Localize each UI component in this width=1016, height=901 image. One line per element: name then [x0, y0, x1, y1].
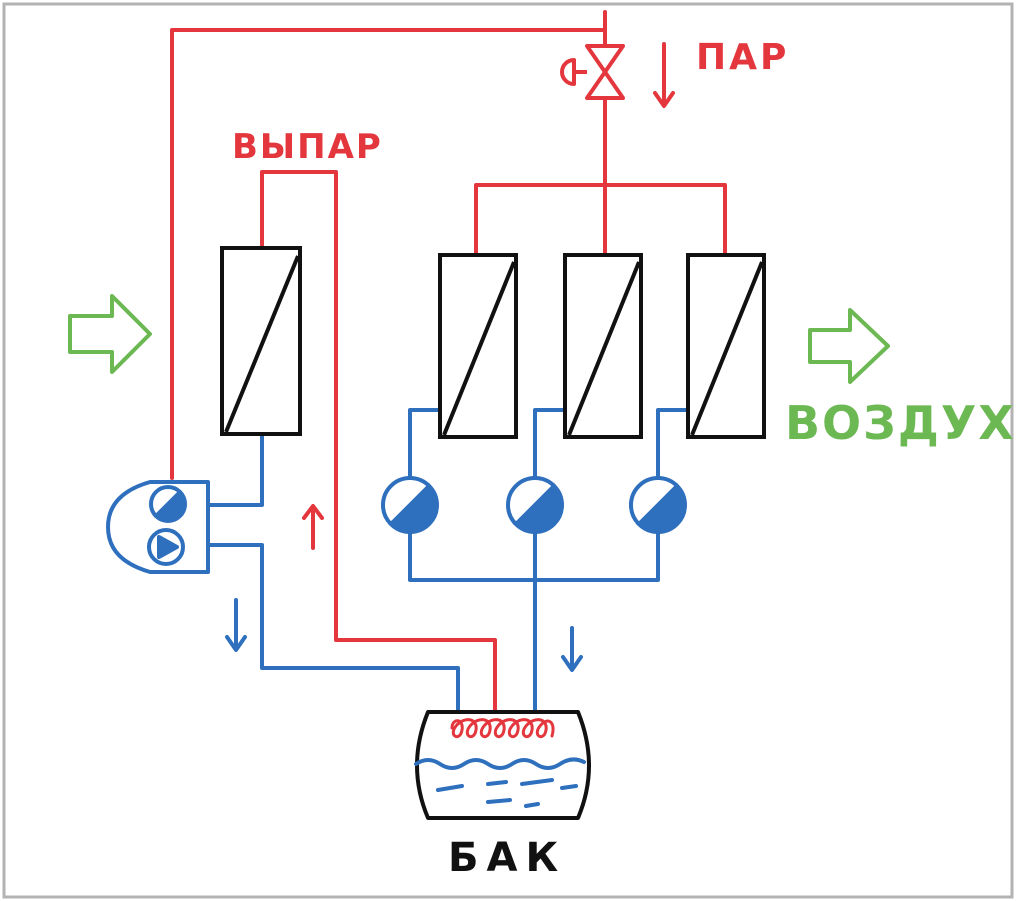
air-flow-arrows: [68, 294, 890, 384]
air-outlet-arrow-icon: [808, 308, 890, 384]
heat-exchanger-1: [438, 253, 518, 439]
steam-pipes: [170, 10, 727, 714]
pump-1-icon: [381, 476, 439, 534]
water-down-arrow-right-icon: [561, 626, 583, 672]
center-pump-to-tank-pipe: [533, 408, 567, 714]
tank-with-heater-icon: [414, 710, 591, 820]
water-dashes: [436, 778, 578, 808]
exhaust-heat-exchanger: [220, 246, 302, 436]
water-surface: [414, 757, 586, 770]
exhaust-steam-pipe: [260, 170, 497, 714]
steam-to-pump-pipe: [170, 28, 607, 480]
heat-exchangers: [220, 246, 766, 439]
pump-2-icon: [506, 476, 564, 534]
pump-3-icon: [629, 476, 687, 534]
steam-label: ПАР: [696, 37, 790, 78]
heat-exchanger-3: [686, 253, 766, 439]
air-label: ВОЗДУХ: [785, 396, 1016, 450]
pump-to-tank-pipe: [206, 543, 460, 714]
exchanger1-to-pump-pipe: [206, 430, 264, 507]
water-pipes: [206, 408, 690, 714]
steam-manifold: [474, 183, 727, 257]
heat-exchanger-2: [563, 253, 643, 439]
tank-label: БАК: [448, 835, 567, 881]
steam-down-arrow-icon: [653, 42, 675, 108]
exhaust-up-arrow-icon: [302, 504, 324, 550]
air-inlet-arrow-icon: [68, 294, 152, 374]
steam-valve-icon: [560, 44, 625, 100]
exhaust-steam-label: ВЫПАР: [232, 127, 383, 167]
ejector-pump-unit-icon: [106, 480, 210, 574]
circulation-pumps: [381, 476, 687, 534]
water-down-arrow-left-icon: [225, 598, 247, 652]
heating-coil: [450, 718, 555, 739]
